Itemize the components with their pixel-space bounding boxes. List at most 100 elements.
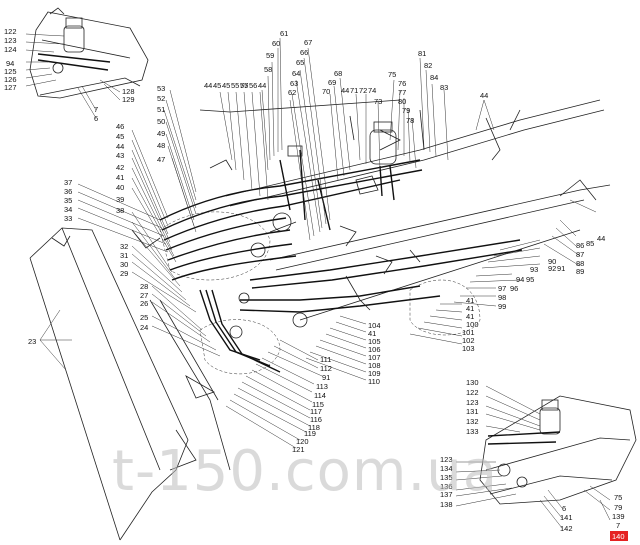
label: 108: [368, 361, 381, 370]
label: 45: [222, 81, 230, 90]
label: 58: [264, 65, 272, 74]
label: 104: [368, 321, 381, 330]
label: 42: [116, 163, 124, 172]
label: 90: [548, 257, 556, 266]
label: 128: [122, 87, 135, 96]
label: 25: [140, 313, 148, 322]
watermark: t-150.com.ua: [112, 439, 498, 504]
label: 47: [157, 155, 165, 164]
label: 95: [526, 275, 534, 284]
label: 100: [466, 320, 479, 329]
label: 139: [612, 512, 625, 521]
label: 91: [557, 264, 565, 273]
label: 55: [231, 81, 239, 90]
label: 56: [249, 81, 257, 90]
label: 53: [157, 84, 165, 93]
label: 63: [290, 79, 298, 88]
label: 23: [28, 337, 36, 346]
label: 46: [116, 122, 124, 131]
label: 120: [296, 437, 309, 446]
label: 61: [280, 29, 288, 38]
label: 66: [300, 48, 308, 57]
label: 134: [440, 464, 453, 473]
label: 26: [140, 299, 148, 308]
highlighted-label: 140: [612, 532, 625, 541]
label: 81: [418, 49, 426, 58]
label: 136: [440, 482, 453, 491]
label: 121: [292, 445, 305, 454]
label: 44: [204, 81, 212, 90]
label: 51: [157, 105, 165, 114]
label: 131: [466, 407, 479, 416]
label: 39: [116, 195, 124, 204]
label: 99: [498, 302, 506, 311]
label: 137: [440, 490, 453, 499]
label: 102: [462, 336, 475, 345]
label: 106: [368, 345, 381, 354]
label: 43: [116, 151, 124, 160]
label: 73: [374, 97, 382, 106]
inset-tank-bottom-right: [455, 385, 637, 529]
label: 41: [116, 173, 124, 182]
label: 41: [466, 304, 474, 313]
label: 44: [341, 86, 349, 95]
label: 76: [398, 79, 406, 88]
label: 57: [240, 81, 248, 90]
label: 45: [116, 132, 124, 141]
label: 64: [292, 69, 300, 78]
main-left-labels: 46 45 44 43 42 41 40 39 38 37 36 35 34 3…: [28, 122, 148, 346]
label: 123: [440, 455, 453, 464]
label: 93: [530, 265, 538, 274]
label: 83: [440, 83, 448, 92]
label: 49: [157, 129, 165, 138]
label: 48: [157, 141, 165, 150]
label: 52: [157, 94, 165, 103]
label: 34: [64, 205, 72, 214]
label: 118: [308, 423, 320, 432]
label: 68: [334, 69, 342, 78]
label: 125: [4, 67, 17, 76]
label: 142: [560, 524, 573, 533]
label: 123: [466, 398, 479, 407]
label: 110: [368, 377, 380, 386]
label: 96: [510, 284, 518, 293]
label: 41: [466, 312, 474, 321]
label: 78: [406, 116, 414, 125]
label: 75: [388, 70, 396, 79]
label: 122: [466, 388, 479, 397]
label: 94: [516, 275, 524, 284]
label: 115: [312, 400, 324, 409]
label: 92: [548, 264, 556, 273]
label: 35: [64, 196, 72, 205]
main-assembly: [29, 37, 611, 541]
main-right-labels: 86 85 44 87 88 89 90 91 92 93 94 95 96 9…: [462, 234, 605, 353]
label: 29: [120, 269, 128, 278]
label: 33: [64, 214, 72, 223]
inset-top-left-labels: 122 123 124 94 125 126 127 128 129 7 6: [4, 27, 135, 123]
label: 7: [94, 105, 98, 114]
label: 30: [120, 260, 128, 269]
label: 107: [368, 353, 381, 362]
label: 103: [462, 344, 475, 353]
label: 89: [576, 267, 584, 276]
label: 138: [440, 500, 453, 509]
label: 87: [576, 250, 584, 259]
label: 41: [466, 296, 474, 305]
label: 41: [368, 329, 376, 338]
label: 31: [120, 251, 128, 260]
label: 27: [140, 291, 148, 300]
label: 84: [430, 73, 438, 82]
main-top-labels: 44 45 45 55 75 56 44 53 52 51 50 49 48 4…: [157, 29, 488, 164]
label: 105: [368, 337, 381, 346]
label: 117: [310, 407, 322, 416]
label: 74: [368, 86, 376, 95]
label: 6: [562, 504, 566, 513]
label: 75: [240, 81, 248, 90]
label: 65: [296, 58, 304, 67]
label: 77: [398, 88, 406, 97]
label: 109: [368, 369, 381, 378]
label: 113: [316, 382, 328, 391]
label: 98: [498, 293, 506, 302]
label: 101: [462, 328, 475, 337]
